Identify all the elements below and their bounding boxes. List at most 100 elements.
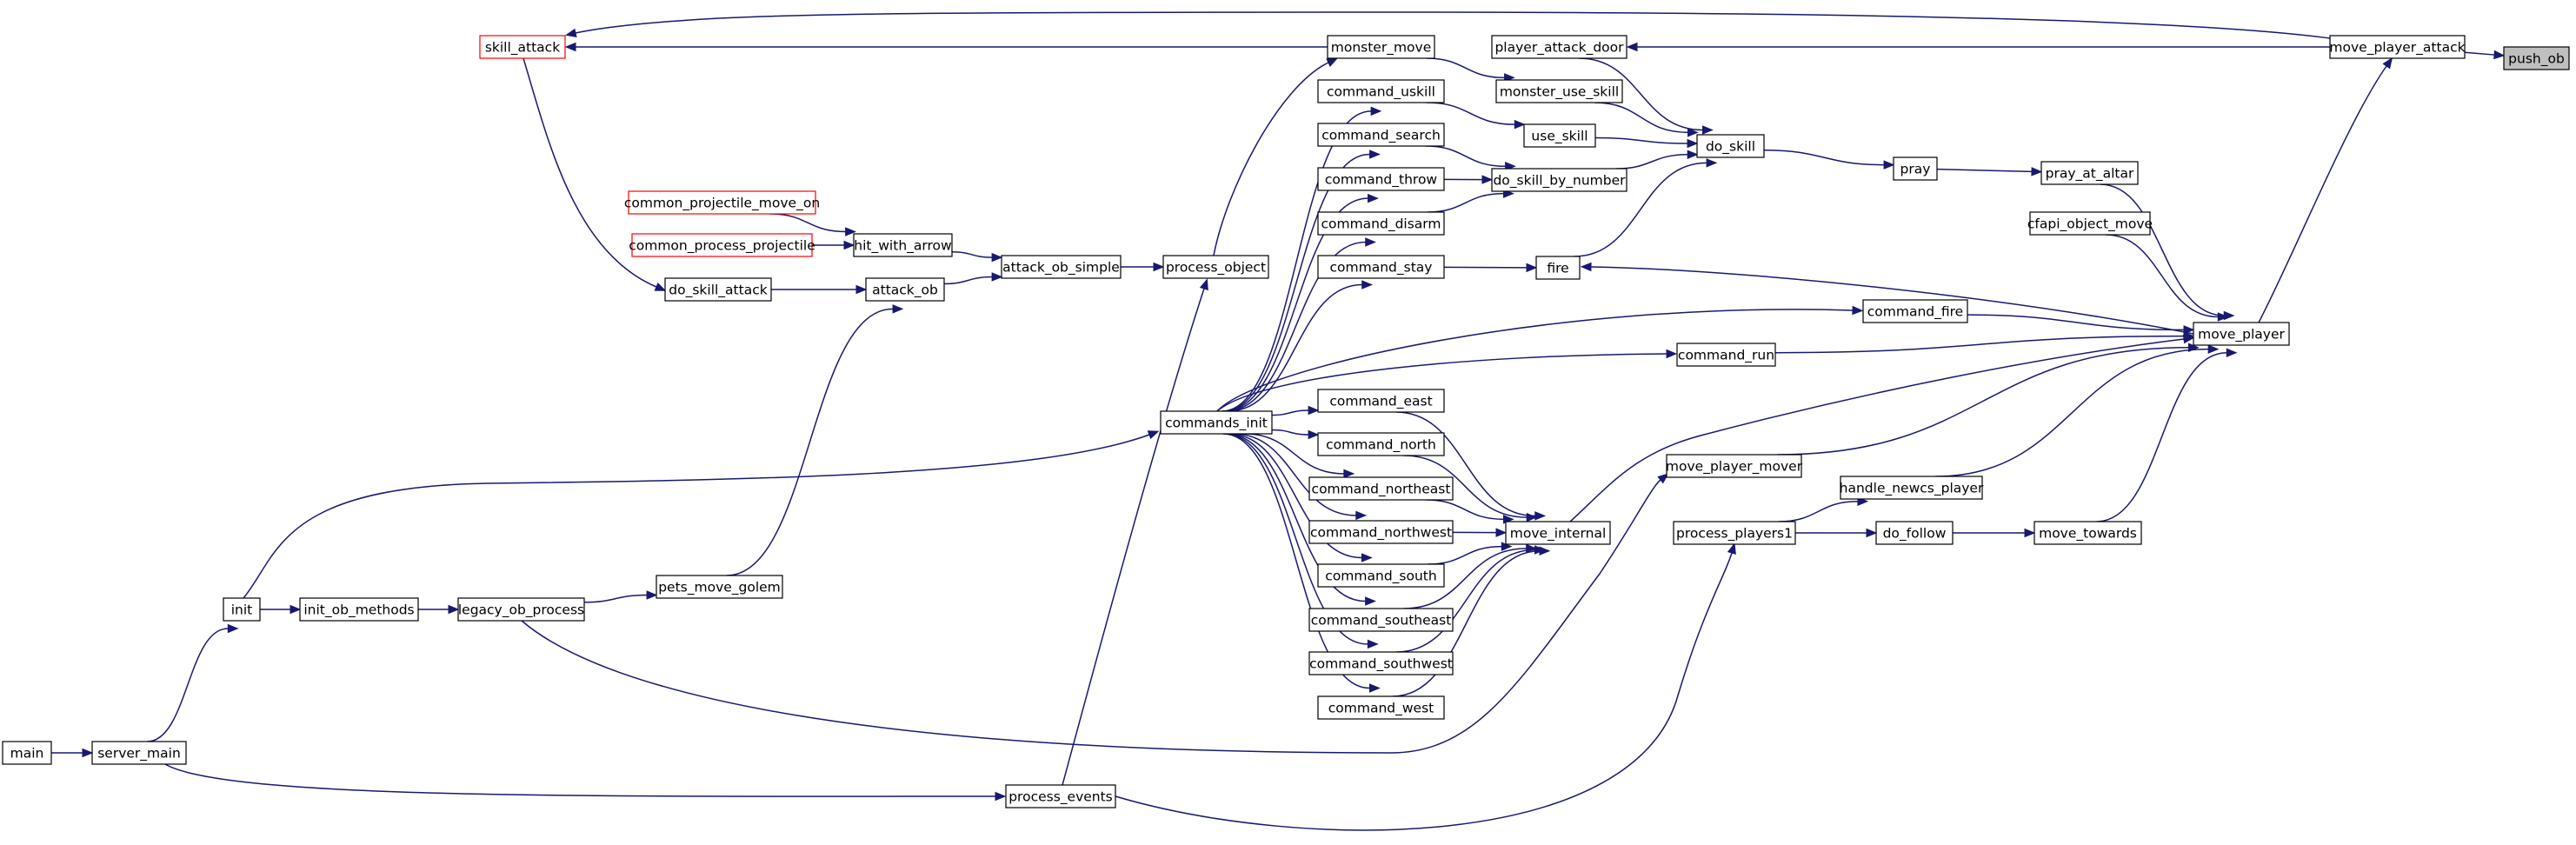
node-command-stay[interactable]: command_stay — [1317, 255, 1445, 279]
node-process-players1[interactable]: process_players1 — [1673, 521, 1796, 545]
edge-attack_ob_simple-to-process_object — [1121, 262, 1165, 272]
edge-arrowhead — [1153, 262, 1165, 272]
edge-line — [951, 251, 993, 258]
node-main[interactable]: main — [2, 741, 52, 765]
node-command-throw[interactable]: command_throw — [1317, 167, 1445, 191]
node-label: command_northeast — [1312, 482, 1451, 498]
edge-arrowhead — [1361, 280, 1374, 289]
node-label: hit_with_arrow — [854, 238, 952, 255]
node-command-northeast[interactable]: command_northeast — [1308, 476, 1454, 501]
node-command-southeast[interactable]: command_southeast — [1308, 608, 1454, 632]
node-move-towards[interactable]: move_towards — [2034, 521, 2142, 545]
edge-line — [164, 763, 996, 797]
node-do-follow[interactable]: do_follow — [1875, 521, 1954, 545]
edge-arrowhead — [564, 28, 577, 38]
node-fire[interactable]: fire — [1535, 256, 1581, 280]
edge-arrowhead — [845, 227, 856, 236]
node-process-events[interactable]: process_events — [1005, 784, 1116, 808]
node-monster-move[interactable]: monster_move — [1327, 35, 1435, 59]
node-command-north[interactable]: command_north — [1317, 432, 1445, 456]
node-box — [2329, 35, 2466, 59]
edge-line — [1395, 411, 1535, 517]
node-box — [1505, 521, 1611, 545]
node-command-fire[interactable]: command_fire — [1862, 299, 1968, 323]
node-hit-with-arrow[interactable]: hit_with_arrow — [853, 233, 953, 257]
node-box — [1308, 476, 1454, 501]
edge-line — [521, 479, 1661, 754]
node-command-west[interactable]: command_west — [1317, 695, 1445, 720]
edge-arrowhead — [1495, 528, 1508, 537]
node-push-ob[interactable]: push_ob — [2503, 46, 2570, 70]
node-handle-newcs-player[interactable]: handle_newcs_player — [1840, 476, 1984, 500]
node-do-skill-attack[interactable]: do_skill_attack — [664, 277, 772, 302]
edge-line — [1427, 192, 1504, 213]
node-cfapi-object-move[interactable]: cfapi_object_move — [2027, 211, 2153, 236]
node-label: move_player_attack — [2329, 40, 2465, 57]
node-move-player[interactable]: move_player — [2193, 322, 2290, 346]
edge-arrowhead — [1368, 683, 1381, 693]
edge-line — [1935, 348, 2209, 477]
node-label: do_follow — [1883, 526, 1947, 542]
edge-arrowhead — [1355, 510, 1368, 521]
edge-move_towards-to-move_player — [2096, 348, 2238, 522]
node-label: command_search — [1321, 128, 1441, 144]
node-command-east[interactable]: command_east — [1317, 389, 1445, 413]
edge-commands_init-to-command_run — [1216, 349, 1678, 412]
edge-cfapi_object_move-to-move_player — [2105, 234, 2229, 322]
edge-arrowhead — [2031, 167, 2043, 176]
node-box — [299, 597, 419, 622]
node-box — [1317, 695, 1445, 720]
edge-legacy_ob_process-to-pets_move_golem — [583, 590, 658, 603]
node-command-uskill[interactable]: command_uskill — [1317, 79, 1445, 103]
node-box — [1001, 255, 1122, 279]
node-player-attack-door[interactable]: player_attack_door — [1491, 35, 1627, 59]
node-box — [2503, 46, 2570, 70]
node-do-skill[interactable]: do_skill — [1696, 134, 1765, 158]
node-do-skill-by-number[interactable]: do_skill_by_number — [1491, 168, 1627, 192]
edge-arrowhead — [1727, 542, 1736, 555]
edge-command_throw-to-do_skill_by_number — [1443, 175, 1494, 184]
node-pets-move-golem[interactable]: pets_move_golem — [656, 575, 783, 599]
node-common-projectile-move-on[interactable]: common_projectile_move_on — [624, 190, 820, 215]
node-common-process-projectile[interactable]: common_process_projectile — [629, 233, 815, 257]
node-init[interactable]: init — [223, 597, 261, 622]
node-commands-init[interactable]: commands_init — [1160, 410, 1273, 435]
node-process-object[interactable]: process_object — [1162, 255, 1269, 279]
edge-hit_with_arrow-to-attack_ob_simple — [951, 251, 1003, 263]
edge-pray-to-pray_at_altar — [1936, 167, 2043, 176]
node-pray[interactable]: pray — [1893, 156, 1938, 181]
node-move-internal[interactable]: move_internal — [1505, 521, 1611, 545]
node-attack-ob[interactable]: attack_ob — [865, 277, 945, 302]
node-use-skill[interactable]: use_skill — [1523, 123, 1596, 148]
node-label: command_northwest — [1310, 525, 1452, 542]
edge-line — [2096, 351, 2227, 522]
node-legacy-ob-process[interactable]: legacy_ob_process — [457, 597, 585, 622]
node-box — [1676, 343, 1776, 367]
edge-arrowhead — [1361, 553, 1373, 562]
node-pray-at-altar[interactable]: pray_at_altar — [2040, 161, 2139, 185]
edge-line — [1216, 309, 1854, 412]
node-box — [2, 741, 52, 765]
node-command-run[interactable]: command_run — [1676, 343, 1776, 367]
node-box — [479, 35, 566, 59]
node-move-player-mover[interactable]: move_player_mover — [1666, 454, 1803, 478]
node-move-player-attack[interactable]: move_player_attack — [2329, 35, 2466, 59]
node-init-ob-methods[interactable]: init_ob_methods — [299, 597, 419, 622]
node-label: pray_at_altar — [2046, 166, 2134, 183]
node-command-northwest[interactable]: command_northwest — [1308, 520, 1454, 544]
node-skill-attack[interactable]: skill_attack — [479, 35, 566, 59]
node-command-south[interactable]: command_south — [1317, 563, 1445, 588]
node-label: main — [10, 746, 44, 762]
node-box — [1162, 255, 1269, 279]
edge-line — [1594, 136, 1688, 144]
node-server-main[interactable]: server_main — [91, 741, 187, 765]
node-command-southwest[interactable]: command_southwest — [1308, 651, 1454, 675]
edge-line — [1594, 102, 1688, 134]
node-box — [1491, 168, 1627, 192]
node-attack-ob-simple[interactable]: attack_ob_simple — [1001, 255, 1122, 279]
edge-arrowhead — [2183, 325, 2195, 335]
node-command-search[interactable]: command_search — [1317, 123, 1445, 147]
node-command-disarm[interactable]: command_disarm — [1317, 211, 1445, 236]
edge-arrowhead — [1343, 469, 1355, 479]
node-monster-use-skill[interactable]: monster_use_skill — [1495, 79, 1623, 103]
